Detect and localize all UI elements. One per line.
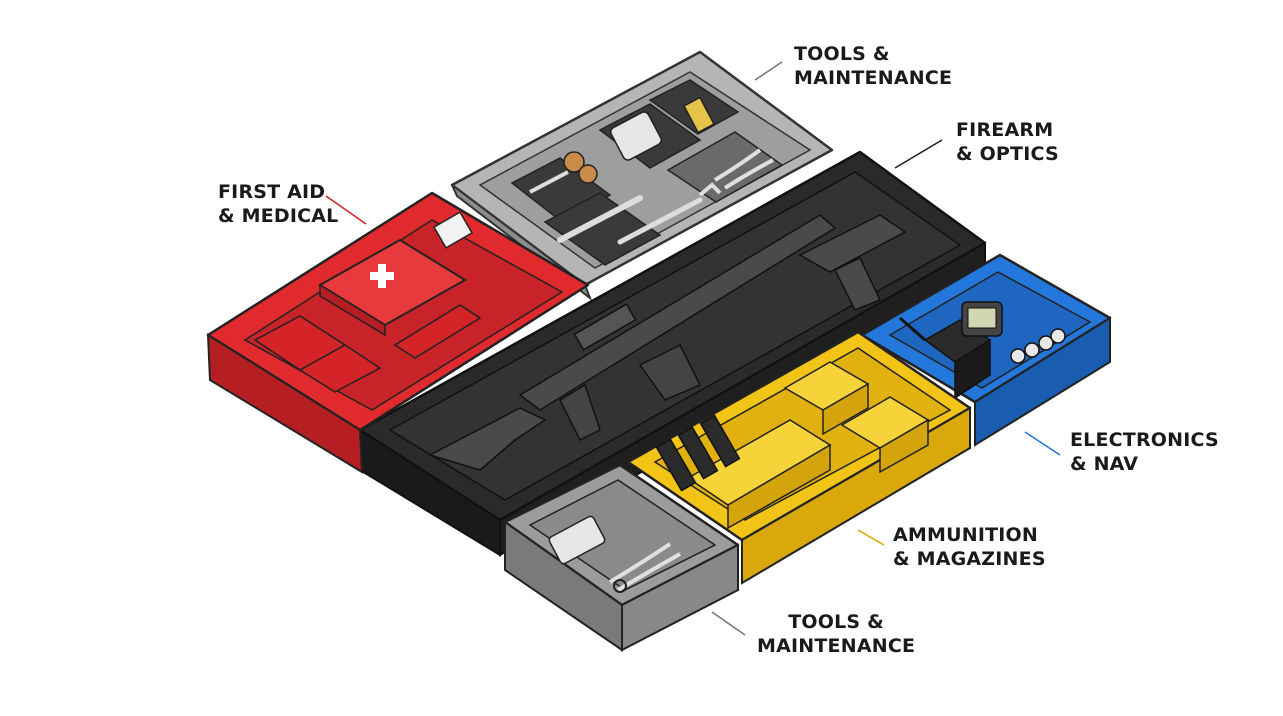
- label-tools-top-line1: TOOLS &: [794, 43, 890, 65]
- pliers-icon: [608, 542, 681, 593]
- rifle-icon: [428, 214, 837, 471]
- label-electronics-line1: ELECTRONICS: [1070, 429, 1219, 451]
- leader-lines: [325, 61, 1061, 636]
- label-first-aid: FIRST AID & MEDICAL: [218, 180, 338, 228]
- label-ammo-line2: & MAGAZINES: [893, 548, 1046, 570]
- label-tools-bottom-line2: MAINTENANCE: [757, 635, 916, 657]
- flashlight-icon: [548, 515, 606, 565]
- multitool-icon: [713, 148, 774, 190]
- wrench-icon: [617, 197, 703, 245]
- first-aid-tray: [206, 191, 590, 474]
- label-electronics: ELECTRONICS & NAV: [1070, 428, 1219, 476]
- medical-cross-icon: [370, 264, 394, 288]
- brush-icon: [563, 151, 585, 173]
- magazine-icon: [655, 414, 741, 492]
- ammo-tray: [626, 330, 972, 585]
- batteries-icon: [1010, 328, 1066, 364]
- label-ammo-line1: AMMUNITION: [893, 524, 1039, 546]
- label-ammo: AMMUNITION & MAGAZINES: [893, 523, 1046, 571]
- tools-tray-top: [450, 50, 834, 301]
- label-firearm-line2: & OPTICS: [956, 143, 1059, 165]
- label-electronics-line2: & NAV: [1070, 453, 1139, 475]
- gps-icon: [961, 301, 1003, 337]
- label-firearm-line1: FIREARM: [956, 119, 1054, 141]
- tools-tray-bottom: [503, 463, 740, 652]
- label-firearm: FIREARM & OPTICS: [956, 118, 1059, 166]
- label-tools-bottom: TOOLS & MAINTENANCE: [757, 610, 915, 658]
- label-tools-top-line2: MAINTENANCE: [794, 67, 953, 89]
- ammo-box-icon: [686, 361, 930, 530]
- label-tools-bottom-line1: TOOLS &: [788, 611, 884, 633]
- tourniquet-icon: [393, 304, 482, 359]
- electronics-tray: [860, 253, 1112, 447]
- label-first-aid-line2: & MEDICAL: [218, 205, 339, 227]
- pistol-icon: [798, 214, 907, 311]
- label-first-aid-line1: FIRST AID: [218, 181, 326, 203]
- label-tools-top: TOOLS & MAINTENANCE: [794, 42, 952, 90]
